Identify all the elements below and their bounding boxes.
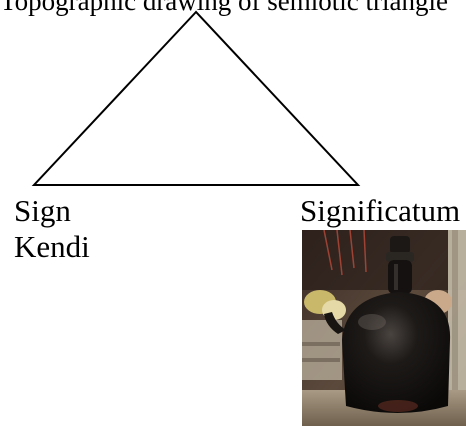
kendi-label: Kendi bbox=[14, 229, 90, 264]
top-caption: Topographic drawing of semiotic triangle bbox=[0, 0, 448, 16]
kendi-vessel-image bbox=[302, 230, 466, 426]
triangle-outline bbox=[31, 10, 361, 186]
sign-label: Sign bbox=[14, 193, 71, 228]
kendi-photo bbox=[302, 230, 466, 426]
significatum-label: Significatum bbox=[300, 193, 461, 228]
